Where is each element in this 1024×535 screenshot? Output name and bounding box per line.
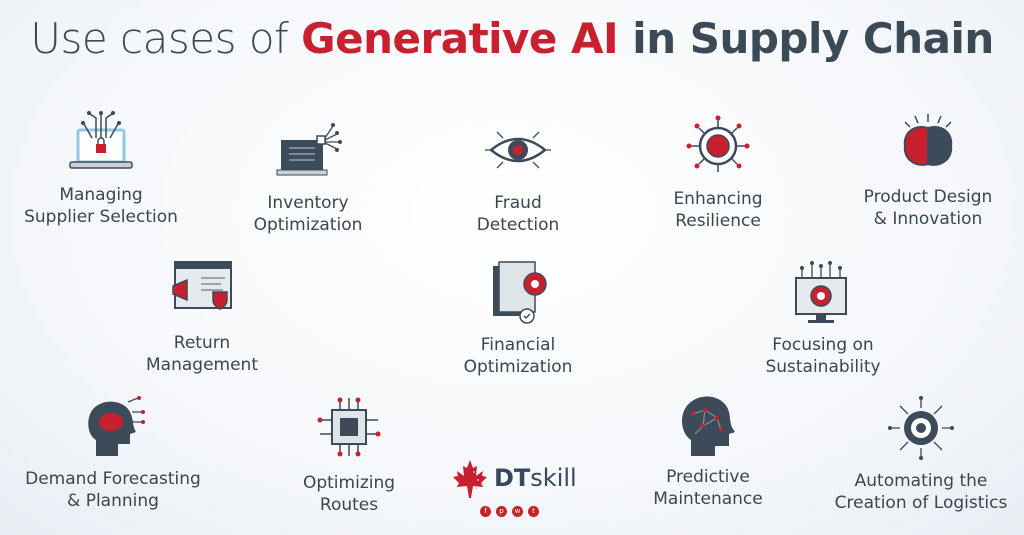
label-line-1: Optimizing	[302, 473, 396, 493]
label-line-2: Optimization	[463, 357, 573, 377]
label-line-2: Supplier Selection	[24, 207, 178, 227]
use-case-label: Product Design& Innovation	[818, 186, 1024, 230]
label-line-2: Detection	[476, 215, 560, 235]
label-line-2: Maintenance	[653, 489, 763, 509]
maple-leaf-icon	[453, 460, 487, 498]
label-line-2: Resilience	[675, 211, 761, 231]
head-network-icon	[682, 396, 735, 456]
label-line-1: Enhancing	[673, 189, 763, 209]
pinterest-icon[interactable]: p	[496, 506, 507, 517]
twitter-icon[interactable]: t	[528, 506, 539, 517]
label-line-1: Managing	[59, 185, 143, 205]
label-line-2: Management	[146, 355, 258, 375]
label-line-1: Predictive	[666, 467, 750, 487]
use-case-item: Product Design& Innovation	[818, 110, 1024, 230]
label-line-1: Automating the	[854, 471, 988, 491]
social-links: f p w t	[480, 506, 539, 517]
label-line-1: Demand Forecasting	[25, 469, 201, 489]
use-case-label: Demand Forecasting& Planning	[3, 468, 223, 512]
label-line-1: Return	[173, 333, 231, 353]
brand-name: DTskill	[494, 464, 577, 492]
facebook-icon[interactable]: f	[480, 506, 491, 517]
brain-idea-icon	[903, 114, 953, 166]
browser-megaphone-icon	[172, 261, 232, 310]
cpu-chip-icon	[317, 397, 381, 457]
gear-network-icon	[888, 396, 954, 460]
label-line-1: Focusing on	[772, 335, 874, 355]
whatsapp-icon[interactable]: w	[512, 506, 523, 517]
eye-circuit-icon	[485, 131, 551, 169]
monitor-gear-icon	[795, 261, 847, 323]
label-line-2: Sustainability	[765, 357, 881, 377]
laptop-lock-icon	[69, 111, 133, 169]
label-line-2: & Innovation	[873, 209, 983, 229]
label-line-2: Routes	[319, 495, 379, 515]
brain-chip-icon	[686, 115, 750, 172]
label-line-2: Optimization	[253, 215, 363, 235]
label-line-2: & Planning	[67, 491, 159, 511]
use-case-item: Demand Forecasting& Planning	[3, 392, 223, 512]
monitor-circuit-icon	[276, 123, 342, 176]
head-brain-icon	[88, 396, 145, 456]
label-line-2: Creation of Logistics	[834, 493, 1008, 513]
document-gear-icon	[493, 261, 547, 324]
label-line-1: Product Design	[863, 187, 993, 207]
label-line-1: Fraud	[494, 193, 542, 213]
page-title: Use cases of Generative AI in Supply Cha…	[30, 14, 994, 63]
label-line-1: Inventory	[267, 193, 349, 213]
label-line-1: Financial	[480, 335, 556, 355]
